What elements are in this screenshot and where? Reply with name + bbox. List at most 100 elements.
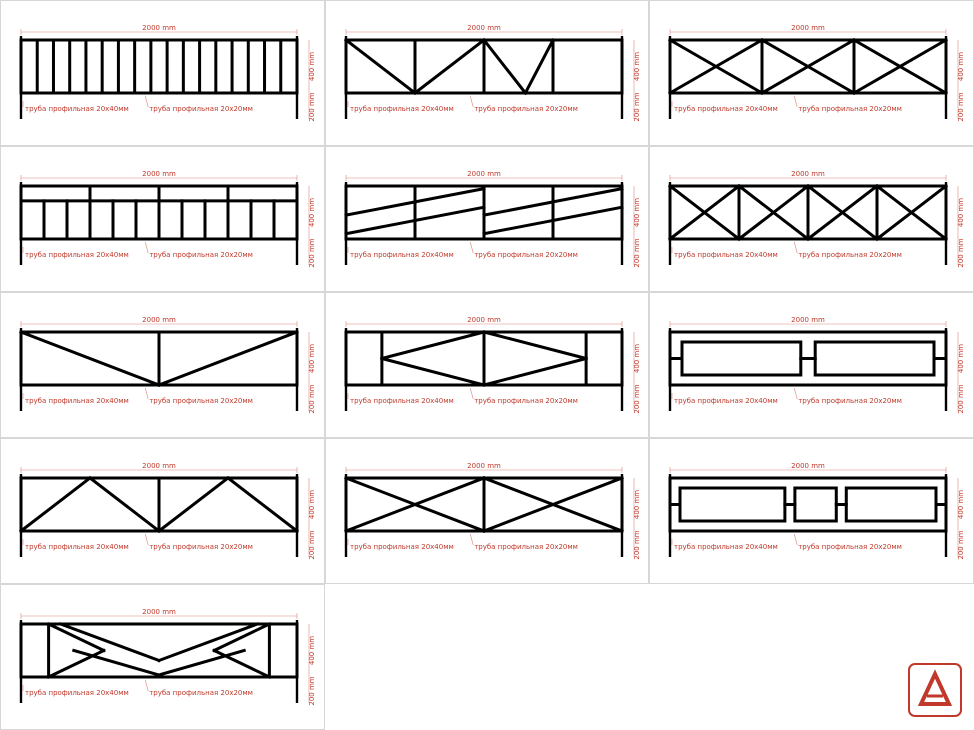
- height-dimension-label: 400 mm: [308, 490, 316, 519]
- label-pointer: [793, 533, 798, 546]
- panel-frame: [19, 38, 299, 95]
- diagonal-bar: [18, 475, 93, 534]
- label-pointer: [793, 95, 798, 108]
- height-dimension-label: 400 mm: [308, 344, 316, 373]
- diagonal-bar: [344, 200, 417, 217]
- fill-tube-label: труба профильная 20х20мм: [798, 543, 902, 551]
- inner-rectangle: [844, 486, 938, 523]
- diagonal-bar: [482, 476, 624, 533]
- post-tube-label: труба профильная 20х40мм: [674, 105, 778, 113]
- label-pointer: [793, 387, 798, 400]
- logo-icon: [908, 663, 962, 717]
- height-dimension-label: 400 mm: [957, 198, 965, 227]
- diagonal-bar: [225, 475, 300, 534]
- post-tube-label: труба профильная 20х40мм: [350, 543, 454, 551]
- post-dimension-label: 200 mm: [633, 92, 641, 121]
- height-dimension-label: 400 mm: [957, 52, 965, 81]
- width-dimension-label: 2000 mm: [791, 24, 825, 32]
- height-dimension-label: 400 mm: [633, 490, 641, 519]
- label-pointer: [469, 241, 474, 254]
- fill-tube-label: труба профильная 20х20мм: [149, 251, 253, 259]
- label-pointer: [793, 241, 798, 254]
- diagonal-bar: [156, 475, 231, 534]
- inner-rectangle: [678, 486, 787, 523]
- diagonal-bar: [87, 475, 162, 534]
- fill-tube-label: труба профильная 20х20мм: [474, 105, 578, 113]
- diagonal-bar: [413, 205, 486, 223]
- fence-drawing: 2000 mm 400 mm 200 mm труба профильная 20х4…: [667, 170, 965, 268]
- panel-frame: [19, 622, 299, 679]
- width-dimension-label: 2000 mm: [791, 170, 825, 178]
- post-tube-label: труба профильная 20х40мм: [25, 543, 129, 551]
- post-dimension-label: 200 mm: [308, 92, 316, 121]
- post-tube-label: труба профильная 20х40мм: [674, 251, 778, 259]
- post-tube-label: труба профильная 20х40мм: [25, 397, 129, 405]
- diagonal-bar: [482, 330, 588, 361]
- diagonal-bar: [481, 37, 528, 96]
- post-dimension-label: 200 mm: [957, 238, 965, 267]
- fence-drawing: 2000 mm 400 mm 200 mm труба профильная 20х4…: [667, 24, 965, 122]
- label-pointer: [144, 679, 149, 692]
- post-tube-label: труба профильная 20х40мм: [350, 397, 454, 405]
- fence-design-10: 2000 mm 400 mm 200 mm труба профильная 20х4…: [0, 438, 325, 584]
- panel-frame: [668, 476, 948, 533]
- post-dimension-label: 200 mm: [957, 384, 965, 413]
- diagonal-bar: [46, 621, 106, 653]
- fill-tube-label: труба профильная 20х20мм: [798, 397, 902, 405]
- post-dimension-label: 200 mm: [308, 530, 316, 559]
- fence-design-3: 2000 mm 400 mm 200 mm труба профильная 20х4…: [649, 0, 974, 146]
- label-pointer: [144, 533, 149, 546]
- label-pointer: [144, 387, 149, 400]
- panel-frame: [668, 38, 948, 95]
- diagonal-bar: [412, 37, 487, 96]
- width-dimension-label: 2000 mm: [467, 170, 501, 178]
- height-dimension-label: 400 mm: [957, 344, 965, 373]
- post-tube-label: труба профильная 20х40мм: [674, 543, 778, 551]
- width-dimension-label: 2000 mm: [467, 24, 501, 32]
- diagonal-bar: [344, 218, 417, 236]
- fill-tube-label: труба профильная 20х20мм: [474, 397, 578, 405]
- fence-drawing: 2000 mm 400 mm 200 mm труба профильная 20х4…: [18, 462, 316, 560]
- diagonal-bar: [157, 648, 247, 677]
- post-dimension-label: 200 mm: [308, 384, 316, 413]
- post-tube-label: труба профильная 20х40мм: [350, 251, 454, 259]
- height-dimension-label: 400 mm: [308, 52, 316, 81]
- diagonal-bar: [482, 356, 588, 387]
- inner-rectangle: [680, 340, 803, 377]
- diagonal-bar: [736, 183, 811, 242]
- label-pointer: [469, 387, 474, 400]
- post-tube-label: труба профильная 20х40мм: [350, 105, 454, 113]
- height-dimension-label: 400 mm: [308, 198, 316, 227]
- post-dimension-label: 200 mm: [957, 530, 965, 559]
- post-tube-label: труба профильная 20х40мм: [25, 689, 129, 697]
- post-tube-label: труба профильная 20х40мм: [25, 105, 129, 113]
- height-dimension-label: 400 mm: [633, 198, 641, 227]
- post-dimension-label: 200 mm: [957, 92, 965, 121]
- diagonal-bar: [551, 186, 624, 204]
- height-dimension-label: 400 mm: [308, 636, 316, 665]
- diagonal-bar: [667, 183, 742, 242]
- width-dimension-label: 2000 mm: [142, 170, 176, 178]
- label-pointer: [144, 241, 149, 254]
- fill-tube-label: труба профильная 20х20мм: [474, 251, 578, 259]
- post-dimension-label: 200 mm: [633, 384, 641, 413]
- width-dimension-label: 2000 mm: [467, 462, 501, 470]
- width-dimension-label: 2000 mm: [142, 462, 176, 470]
- post-tube-label: труба профильная 20х40мм: [674, 397, 778, 405]
- diagonal-bar: [157, 622, 260, 663]
- fill-tube-label: труба профильная 20х20мм: [149, 689, 253, 697]
